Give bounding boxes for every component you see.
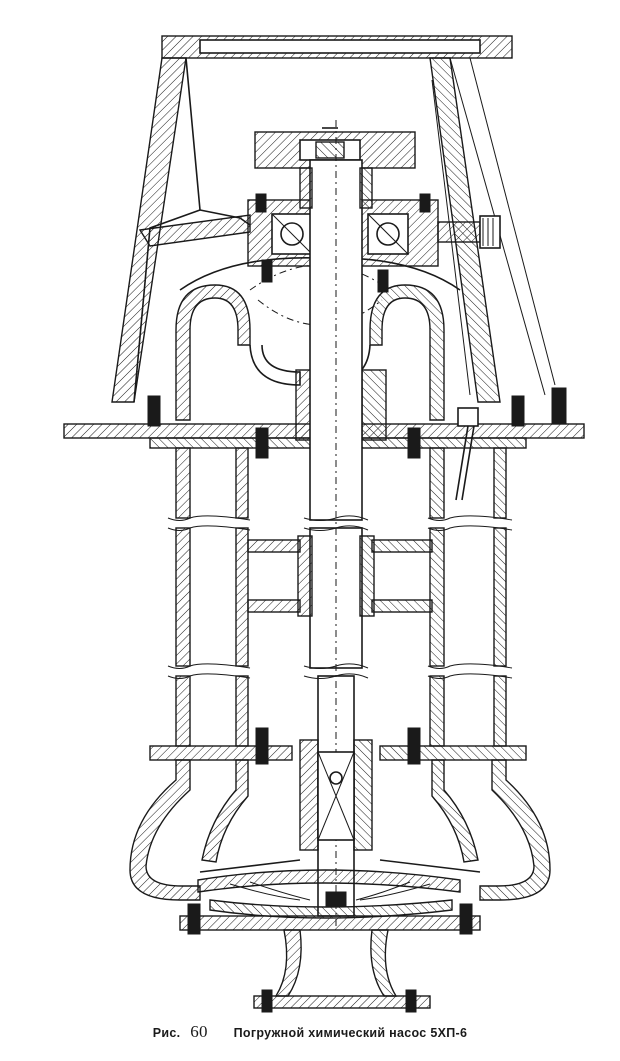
motor-stand	[111, 35, 556, 403]
lower-flange	[149, 727, 527, 765]
caption-number: 60	[190, 1022, 208, 1041]
caption-prefix: Рис.	[152, 1026, 181, 1040]
volute-casing	[129, 759, 551, 901]
suction-nozzle	[179, 903, 481, 1013]
lower-bearing	[299, 739, 373, 851]
caption-title: Погружной химический насос 5ХП-6	[233, 1026, 468, 1040]
intermediate-bearing	[247, 535, 433, 617]
discharge-pipes	[167, 447, 513, 747]
figure-caption: Рис. 60 Погружной химический насос 5ХП-6	[0, 1022, 620, 1052]
suction-flange	[253, 995, 431, 1009]
impeller	[197, 869, 461, 919]
pump-cross-section-drawing	[63, 35, 585, 1013]
